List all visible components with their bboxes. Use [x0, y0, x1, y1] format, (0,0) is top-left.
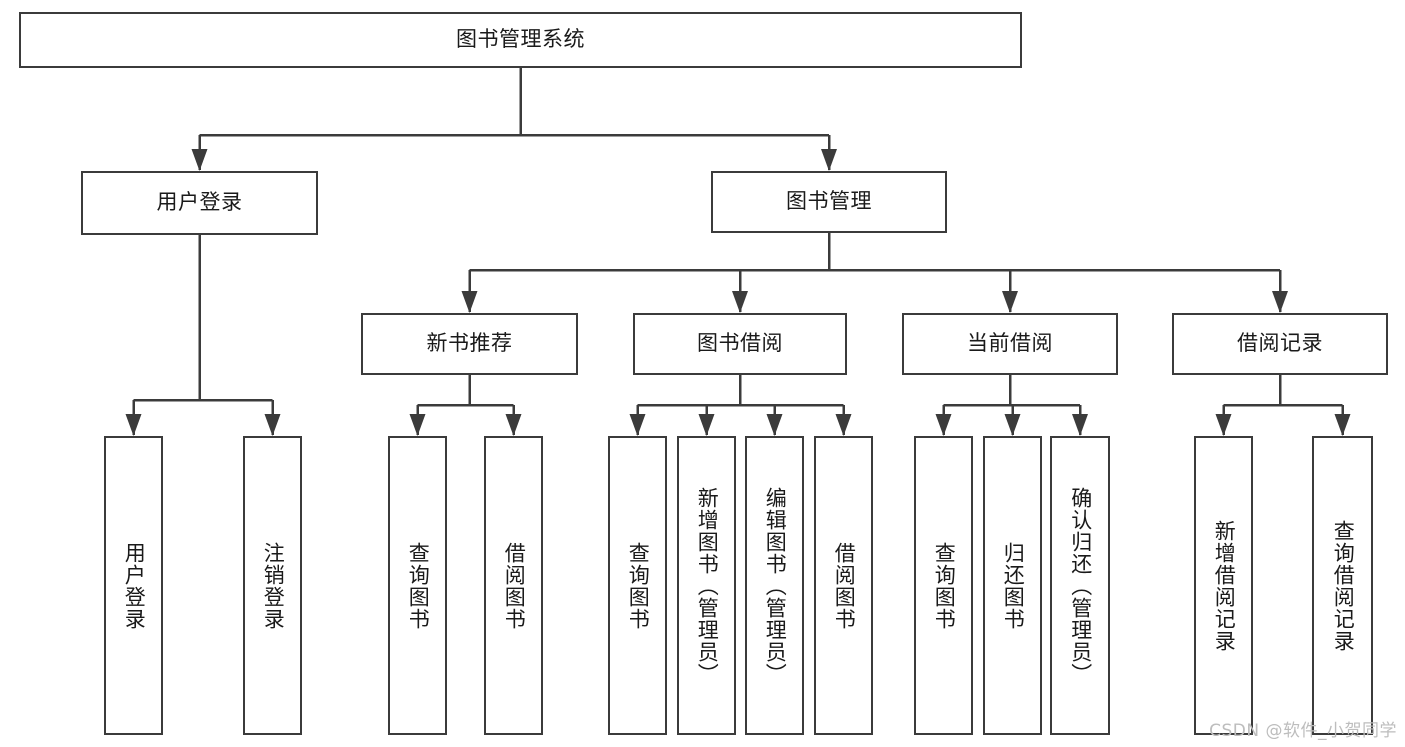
node-label: 图书管理	[786, 189, 872, 214]
node-label: 图书借阅	[697, 331, 783, 356]
node-leaf-borrow-book-1[interactable]: 借阅图书	[484, 436, 543, 735]
arrow-head-icon	[191, 149, 208, 171]
node-label: 新书推荐	[426, 331, 513, 356]
node-label: 查询图书	[626, 541, 651, 630]
node-leaf-user-logout[interactable]: 注销登录	[243, 436, 302, 735]
arrow-head-icon	[264, 414, 281, 436]
node-login[interactable]: 用户登录	[81, 171, 318, 235]
arrow-head-icon	[1215, 414, 1232, 436]
node-root[interactable]: 图书管理系统	[19, 12, 1022, 68]
arrow-head-icon	[629, 414, 646, 436]
node-leaf-add-book[interactable]: 新增图书（管理员）	[677, 436, 736, 735]
node-label: 借阅记录	[1237, 331, 1323, 356]
node-label: 确认归还（管理员）	[1068, 486, 1093, 685]
arrow-head-icon	[835, 414, 852, 436]
arrow-head-icon	[1002, 291, 1018, 313]
node-label: 新增图书（管理员）	[695, 486, 720, 685]
node-newbook[interactable]: 新书推荐	[361, 313, 578, 375]
arrow-head-icon	[1272, 291, 1288, 313]
node-leaf-query-book-3[interactable]: 查询图书	[914, 436, 973, 735]
node-label: 编辑图书（管理员）	[763, 486, 788, 685]
node-leaf-query-book-2[interactable]: 查询图书	[608, 436, 667, 735]
arrow-head-icon	[732, 291, 748, 313]
node-leaf-edit-book[interactable]: 编辑图书（管理员）	[745, 436, 804, 735]
node-label: 用户登录	[156, 190, 243, 215]
arrow-head-icon	[505, 414, 522, 436]
node-label: 当前借阅	[967, 331, 1053, 356]
node-label: 注销登录	[261, 541, 286, 630]
node-label: 借阅图书	[832, 541, 857, 630]
arrow-head-icon	[698, 414, 715, 436]
node-label: 查询图书	[406, 541, 431, 630]
node-leaf-query-record[interactable]: 查询借阅记录	[1312, 436, 1373, 735]
node-leaf-return-book[interactable]: 归还图书	[983, 436, 1042, 735]
node-label: 新增借阅记录	[1212, 519, 1237, 652]
node-leaf-borrow-book-2[interactable]: 借阅图书	[814, 436, 873, 735]
node-leaf-add-record[interactable]: 新增借阅记录	[1194, 436, 1253, 735]
connector-lines	[125, 68, 1351, 436]
arrow-head-icon	[125, 414, 142, 436]
node-records[interactable]: 借阅记录	[1172, 313, 1388, 375]
arrow-head-icon	[766, 414, 783, 436]
arrow-head-icon	[409, 414, 426, 436]
node-leaf-query-book-1[interactable]: 查询图书	[388, 436, 447, 735]
node-leaf-confirm-return[interactable]: 确认归还（管理员）	[1050, 436, 1110, 735]
node-borrow[interactable]: 图书借阅	[633, 313, 847, 375]
node-label: 借阅图书	[502, 541, 527, 630]
node-label: 查询图书	[932, 541, 957, 630]
node-leaf-user-login[interactable]: 用户登录	[104, 436, 163, 735]
node-label: 查询借阅记录	[1331, 519, 1356, 652]
arrow-head-icon	[821, 149, 837, 171]
arrow-head-icon	[935, 414, 952, 436]
arrow-head-icon	[461, 291, 478, 313]
node-label: 用户登录	[122, 541, 147, 630]
node-bookmgmt[interactable]: 图书管理	[711, 171, 947, 233]
arrow-head-icon	[1072, 414, 1088, 436]
node-label: 图书管理系统	[456, 27, 585, 52]
arrow-head-icon	[1334, 414, 1351, 436]
node-current[interactable]: 当前借阅	[902, 313, 1118, 375]
csdn-watermark: CSDN @软件_小贺同学	[1209, 721, 1397, 741]
node-label: 归还图书	[1001, 541, 1026, 630]
arrow-head-icon	[1004, 414, 1021, 436]
